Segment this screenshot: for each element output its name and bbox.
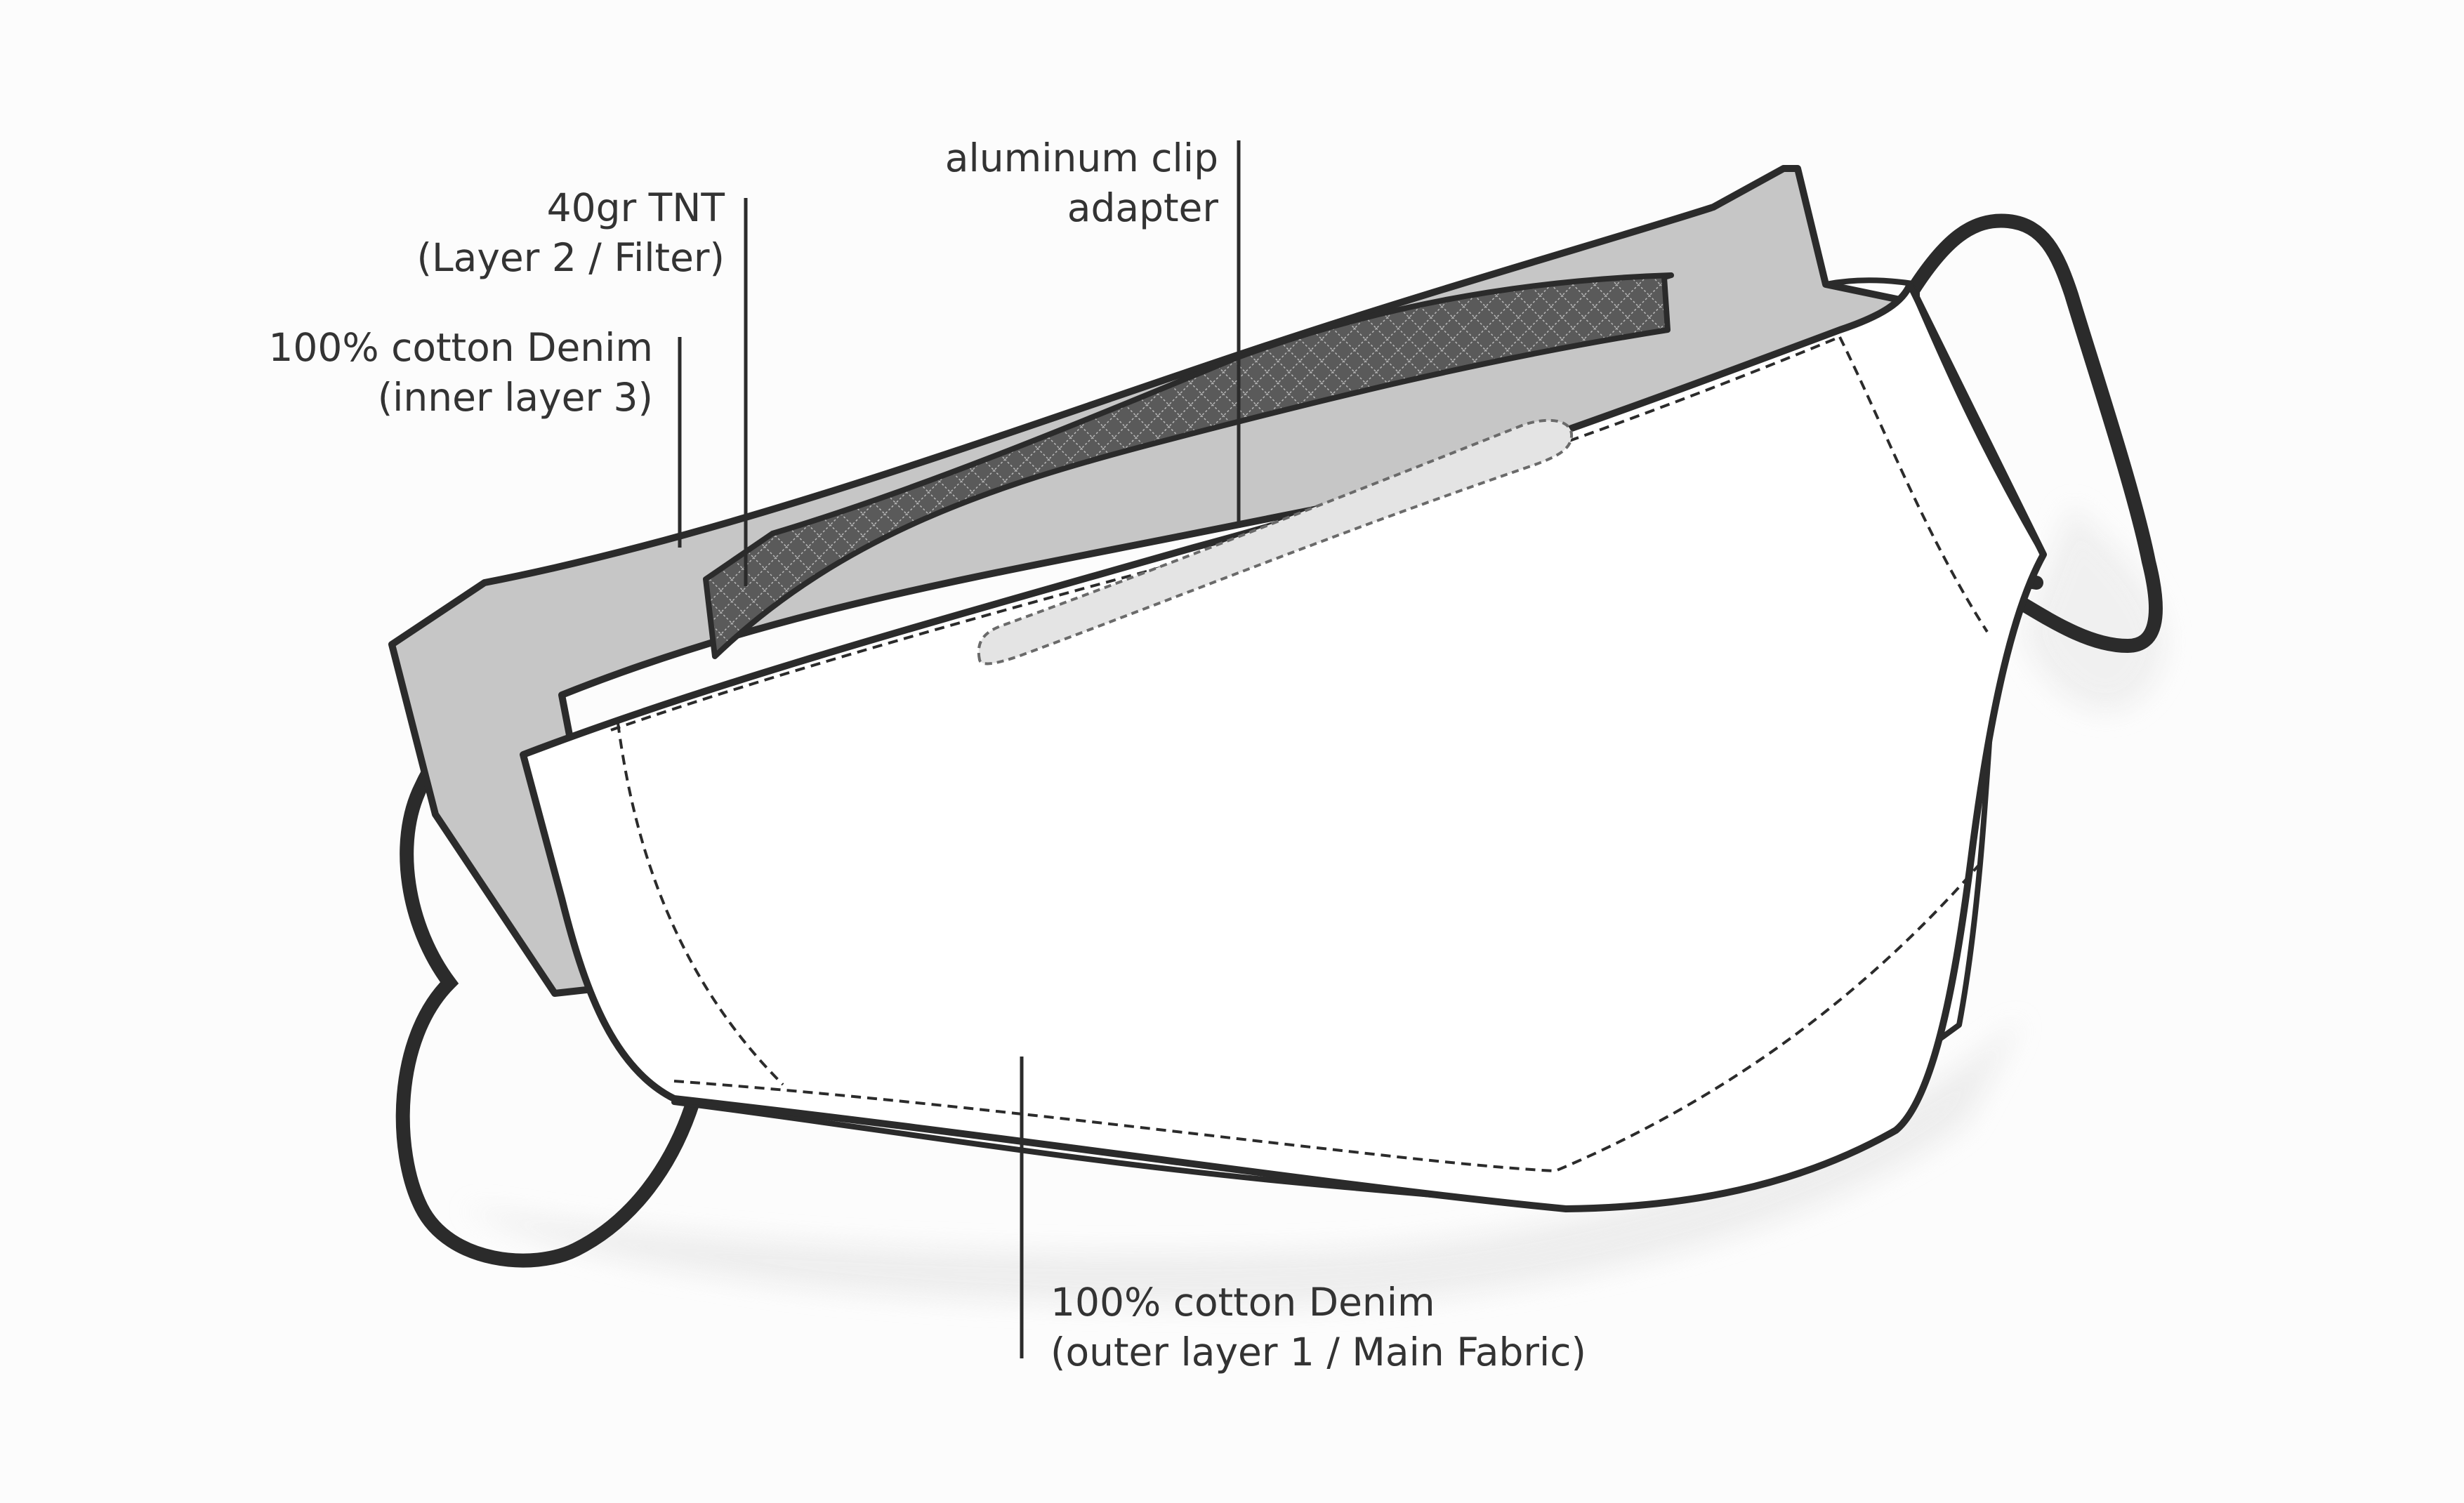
label-outer-line1: 100% cotton Denim xyxy=(1050,1280,1435,1325)
label-filter-line1: 40gr TNT xyxy=(546,185,725,230)
right-ear-loop xyxy=(1903,213,2163,653)
label-inner-line1: 100% cotton Denim xyxy=(268,325,653,370)
aluminum-clip xyxy=(977,418,1574,666)
filter-layer xyxy=(703,272,1674,659)
label-outer-layer: 100% cotton Denim (outer layer 1 / Main … xyxy=(1050,1278,1586,1377)
label-inner-layer: 100% cotton Denim (inner layer 3) xyxy=(268,323,653,423)
stitching-left xyxy=(617,722,784,1086)
stitching-right xyxy=(1838,336,1989,633)
label-clip-line2: adapter xyxy=(1067,185,1218,230)
label-inner-line2: (inner layer 3) xyxy=(377,375,653,420)
label-aluminum-clip: aluminum clip adapter xyxy=(945,133,1218,233)
label-clip-line1: aluminum clip xyxy=(944,135,1218,180)
label-outer-line2: (outer layer 1 / Main Fabric) xyxy=(1050,1330,1586,1375)
outer-layer-panel xyxy=(520,281,2047,1212)
stitching-bottom xyxy=(673,862,1982,1173)
label-filter-layer: 40gr TNT (Layer 2 / Filter) xyxy=(417,183,725,283)
outer-layer-right-fold xyxy=(1907,283,2046,557)
mask-shadow xyxy=(463,505,2166,1306)
label-filter-line2: (Layer 2 / Filter) xyxy=(416,235,725,280)
